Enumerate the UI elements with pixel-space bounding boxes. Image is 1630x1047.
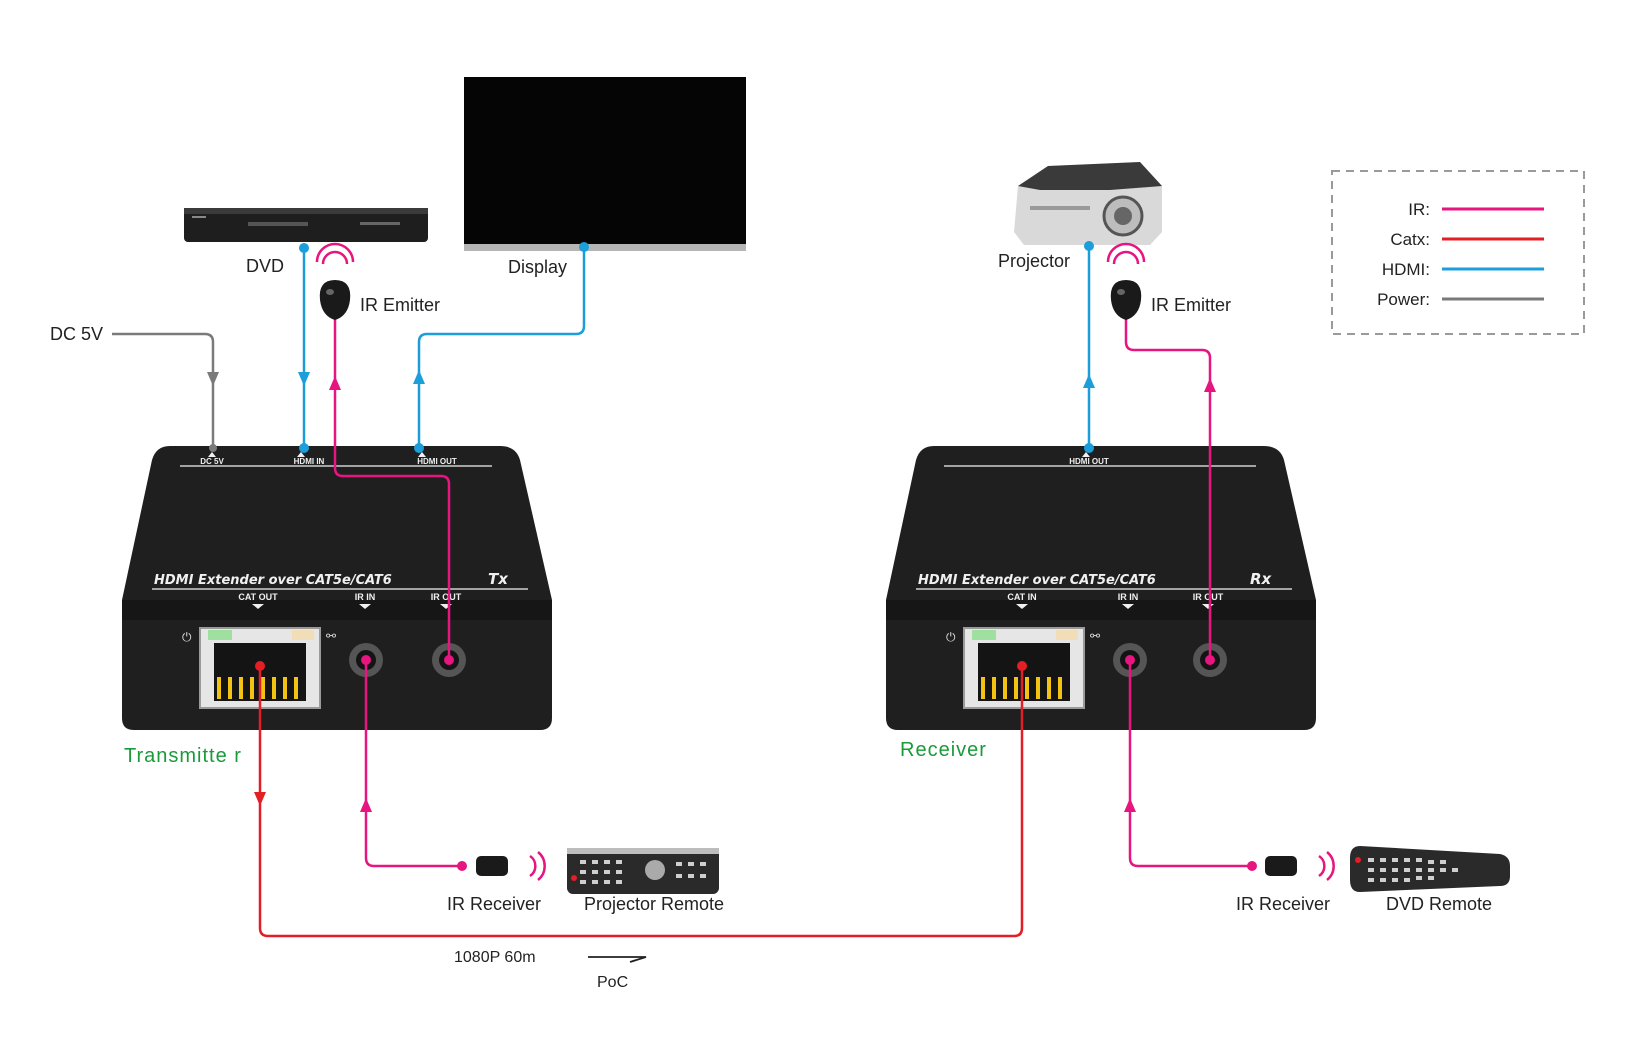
tx-badge: Tx xyxy=(488,570,509,588)
hdmi-cable-projector xyxy=(1083,241,1095,453)
tx-link-icon: ⚯ xyxy=(326,629,336,643)
rx-badge: Rx xyxy=(1250,570,1273,588)
tx-panel-title: HDMI Extender over CAT5e/CAT6 xyxy=(154,573,392,588)
poc-arrow-icon xyxy=(588,956,647,963)
transmitter-label: Transmitte r xyxy=(124,745,242,767)
dvd-remote-label: DVD Remote xyxy=(1386,894,1492,914)
projector-icon xyxy=(1014,162,1162,245)
rx-port-hdmi-out-label: HDMI OUT xyxy=(1069,457,1109,466)
projector-remote-label: Projector Remote xyxy=(584,894,724,914)
projector-label: Projector xyxy=(998,251,1070,271)
rx-power-icon: ⏻ xyxy=(946,630,956,644)
transmitter-unit: DC 5V HDMI IN HDMI OUT HDMI Extender ove… xyxy=(122,446,552,730)
display-icon xyxy=(464,77,746,251)
power-cable xyxy=(112,332,219,452)
hdmi-cable-display xyxy=(413,242,589,453)
rx-port-ir-in-label: IR IN xyxy=(1118,592,1139,602)
rx-link-icon: ⚯ xyxy=(1090,629,1100,643)
display-label: Display xyxy=(508,257,567,277)
ir-receiver-tx-icon xyxy=(476,851,546,881)
catx-cable xyxy=(254,661,1027,938)
tx-port-ir-in-label: IR IN xyxy=(355,592,376,602)
tx-port-ir-out-label: IR OUT xyxy=(431,592,462,602)
legend-catx-label: Catx: xyxy=(1390,230,1430,249)
dvd-player-icon xyxy=(184,208,428,242)
tx-port-hdmi-out-label: HDMI OUT xyxy=(417,457,457,466)
ir-receiver-tx-label: IR Receiver xyxy=(447,894,541,914)
legend: IR: Catx: HDMI: Power: xyxy=(1331,170,1585,335)
ir-emitter-rx-icon xyxy=(1106,242,1146,320)
hdmi-cable-dvd xyxy=(298,243,310,453)
ir-emitter-tx-icon xyxy=(315,242,355,320)
dvd-label: DVD xyxy=(246,256,284,276)
legend-hdmi-label: HDMI: xyxy=(1382,260,1430,279)
receiver-unit: HDMI OUT HDMI Extender over CAT5e/CAT6 R… xyxy=(886,446,1316,730)
ir-emitter-rx-label: IR Emitter xyxy=(1151,295,1231,315)
link-distance-label: 1080P 60m xyxy=(454,949,536,966)
ir-cable-tx-receiver xyxy=(360,655,467,871)
projector-remote-icon xyxy=(567,848,719,894)
tx-power-icon: ⏻ xyxy=(182,630,192,644)
rx-rj45-port-icon xyxy=(963,627,1085,709)
ir-cable-rx-emitter xyxy=(1124,318,1216,665)
ir-emitter-tx-label: IR Emitter xyxy=(360,295,440,315)
dc5v-label: DC 5V xyxy=(50,324,103,344)
receiver-label: Receiver xyxy=(900,739,987,761)
rx-port-cat-in-label: CAT IN xyxy=(1007,592,1036,602)
rx-panel-title: HDMI Extender over CAT5e/CAT6 xyxy=(918,573,1156,588)
ir-cable-rx-receiver xyxy=(1124,655,1257,871)
tx-port-dc5v-label: DC 5V xyxy=(200,457,224,466)
ir-cable-tx-emitter xyxy=(329,318,454,665)
rx-port-ir-out-label: IR OUT xyxy=(1193,592,1224,602)
tx-port-cat-out-label: CAT OUT xyxy=(238,592,278,602)
ir-receiver-rx-icon xyxy=(1265,851,1335,881)
dvd-remote-icon xyxy=(1350,846,1510,892)
tx-port-hdmi-in-label: HDMI IN xyxy=(294,457,325,466)
legend-power-label: Power: xyxy=(1377,290,1430,309)
legend-ir-label: IR: xyxy=(1408,200,1430,219)
poc-label: PoC xyxy=(597,974,628,991)
ir-receiver-rx-label: IR Receiver xyxy=(1236,894,1330,914)
